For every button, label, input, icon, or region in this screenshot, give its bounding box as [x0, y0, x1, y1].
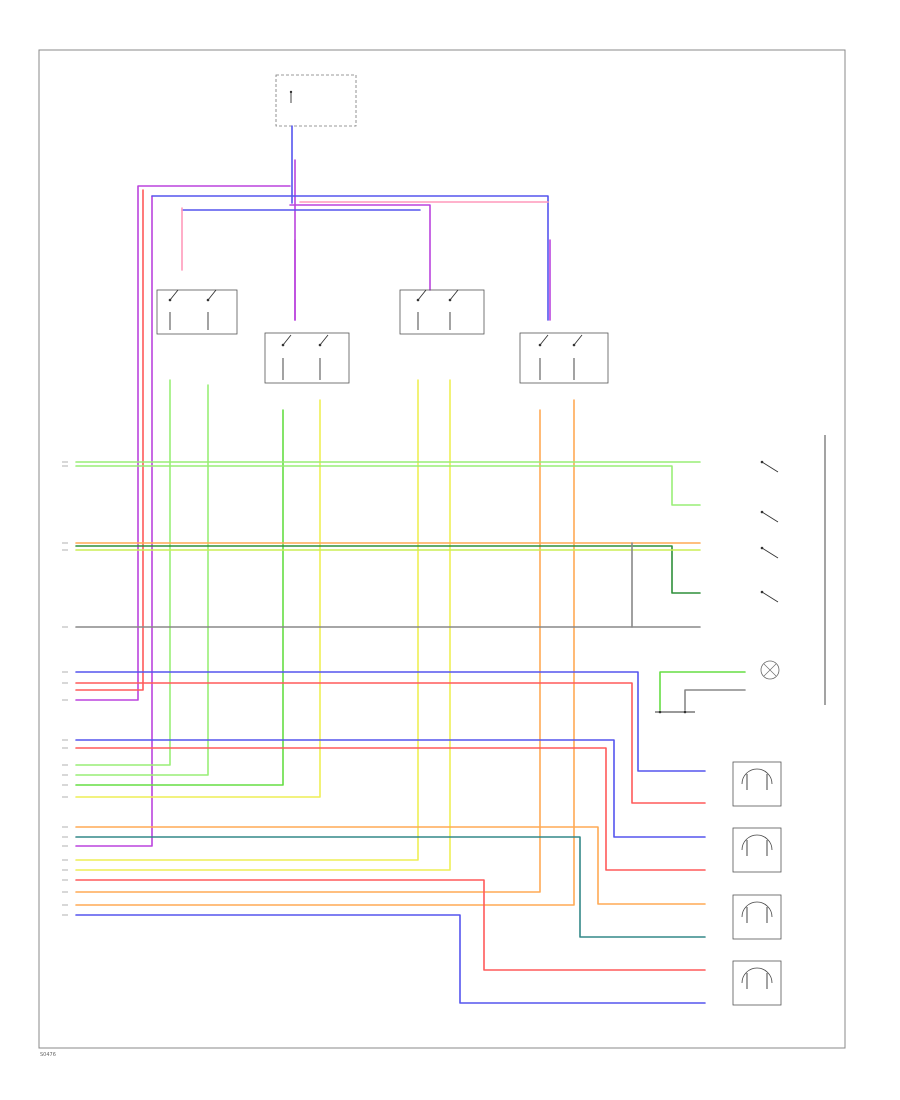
wire-yellow-1 — [75, 399, 321, 798]
illumination-lamp-icon — [760, 660, 780, 680]
wire-riser-red-left — [75, 189, 144, 691]
lock-switch — [655, 710, 695, 714]
wire-blue-motor2 — [75, 739, 706, 838]
window-switch-left-rear — [264, 332, 350, 384]
window-switch-right-rear — [519, 332, 609, 384]
window-switch-left-front — [156, 289, 238, 335]
wire-orange-1 — [75, 409, 541, 893]
wire-riser-violet-left — [75, 185, 291, 701]
window-switch-right-front — [399, 289, 485, 335]
wire-green-2 — [75, 384, 209, 776]
wire-red-motor4 — [75, 879, 706, 971]
wire-teal-motor3 — [75, 836, 706, 938]
window-motor-3-icon — [732, 894, 782, 940]
wire-blue-motor1 — [75, 671, 706, 772]
wire-orange-2 — [75, 399, 575, 906]
wire-illum-gray — [684, 689, 746, 711]
footer-code: S0476 — [40, 1052, 56, 1058]
window-motor-1-icon — [732, 761, 782, 807]
wire-riser-violet-2 — [75, 195, 153, 847]
window-motor-2-icon — [732, 827, 782, 873]
wire-red-motor1 — [75, 682, 706, 804]
wire-illum-green — [659, 671, 746, 711]
master-switch-contacts — [760, 435, 826, 705]
wire-bus-green-top-2 — [75, 465, 701, 506]
wire-red-motor2 — [75, 747, 706, 871]
wire-bus-darkgreen — [75, 545, 701, 594]
window-motor-4-icon — [732, 960, 782, 1006]
wire-blue-motor4 — [75, 914, 706, 1004]
wire-green-1 — [75, 379, 171, 766]
diagram-frame — [38, 49, 846, 1049]
wire-green-3 — [75, 409, 284, 786]
left-connector-pins — [62, 461, 68, 916]
wire-top-violet — [289, 204, 431, 291]
wire-top-blue — [151, 195, 549, 321]
wire-orange-motor3 — [75, 826, 706, 905]
wire-yellow-2 — [75, 379, 419, 861]
power-source-connector — [275, 74, 357, 127]
